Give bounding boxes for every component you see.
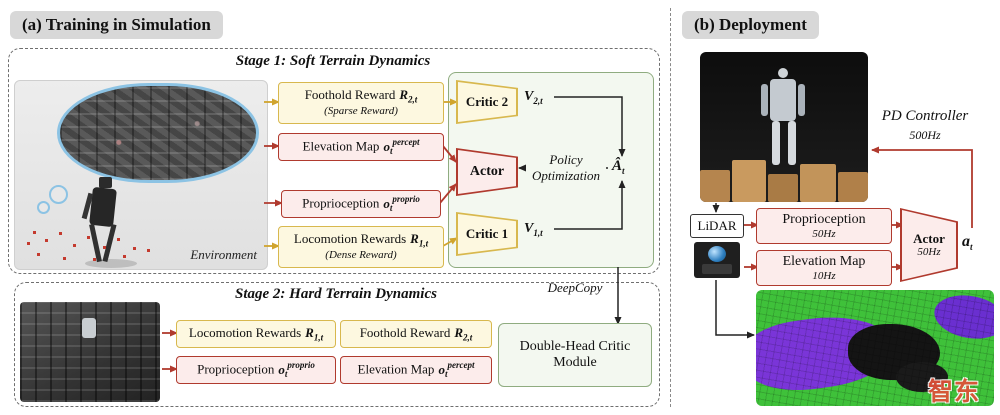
v1-value-label: V1,t	[524, 221, 543, 238]
thought-bubble-dot	[49, 185, 68, 204]
deepcopy-label: DeepCopy	[547, 280, 603, 295]
watermark: 智东西	[928, 379, 981, 406]
foothold-reward-note: (Sparse Reward)	[324, 105, 398, 118]
advantage-label: Ât	[612, 158, 625, 176]
pd-rate-label: 500Hz	[909, 128, 941, 142]
elevation-map-text: Elevation Map	[302, 138, 380, 154]
robot-shadow	[85, 259, 137, 268]
wood-block	[838, 172, 868, 202]
panel-divider	[670, 8, 671, 407]
lidar-box: LiDAR	[690, 214, 744, 238]
robot-arm	[798, 84, 805, 116]
wood-block	[732, 160, 766, 202]
deploy-elevation-box: Elevation Map 10Hz	[756, 250, 892, 286]
policy-optimization-label: Policy Optimization	[526, 152, 606, 184]
environment-image: Environment	[14, 80, 268, 270]
locomotion-rewards-text: Locomotion Rewards	[293, 231, 407, 247]
deploy-actor-rate: 50Hz	[917, 246, 941, 259]
actor-label: Actor	[469, 164, 505, 180]
robot-torso	[770, 79, 796, 121]
robot-head	[778, 68, 788, 78]
lidar-sensor-icon	[694, 242, 740, 278]
thought-bubble-terrain	[57, 83, 259, 183]
foothold-reward-text: Foothold Reward	[304, 87, 396, 103]
double-head-critic-module: Double-Head Critic Module	[498, 323, 652, 387]
wood-block	[800, 164, 836, 202]
critic2-trapezoid: Critic 2	[456, 80, 518, 124]
actor-trapezoid: Actor	[456, 148, 518, 196]
pd-controller-label: PD Controller	[881, 108, 969, 124]
panel-b-header: (b) Deployment	[682, 11, 819, 39]
v2-value-label: V2,t	[524, 89, 543, 106]
thought-bubble-dot	[37, 201, 50, 214]
hard-terrain-image	[20, 302, 160, 402]
elevation-map-image	[756, 290, 994, 406]
stage1-title: Stage 1: Soft Terrain Dynamics	[235, 53, 431, 69]
critic1-trapezoid: Critic 1	[456, 212, 518, 256]
critic2-label: Critic 2	[465, 93, 509, 109]
wood-block	[700, 170, 730, 202]
robot-photo	[700, 52, 868, 202]
elevmap-robot-shadow	[896, 362, 948, 392]
action-label: at	[962, 233, 973, 253]
elevmap-mesh-grid	[756, 290, 994, 406]
locomotion-rewards-note: (Dense Reward)	[325, 249, 397, 262]
deploy-actor-label: Actor	[913, 230, 945, 246]
critic1-label: Critic 1	[465, 225, 509, 241]
proprioception-text: Proprioception	[302, 195, 380, 211]
wood-block	[768, 174, 798, 202]
environment-label: Environment	[190, 247, 257, 262]
stage1-box	[8, 48, 660, 274]
stage2-box	[14, 282, 660, 407]
foothold-reward-var: R	[399, 87, 409, 103]
stage2-title: Stage 2: Hard Terrain Dynamics	[235, 286, 437, 302]
terrain-robot	[82, 318, 96, 338]
lidar-base	[702, 264, 732, 274]
robot-leg	[788, 121, 796, 165]
robot-arm	[761, 84, 768, 116]
panel-a-header: (a) Training in Simulation	[10, 11, 223, 39]
deploy-actor-trapezoid: Actor 50Hz	[900, 208, 958, 282]
deploy-proprioception-box: Proprioception 50Hz	[756, 208, 892, 244]
sim-robot-head	[99, 177, 112, 188]
robot-leg	[772, 121, 780, 165]
lidar-dome	[708, 246, 726, 262]
